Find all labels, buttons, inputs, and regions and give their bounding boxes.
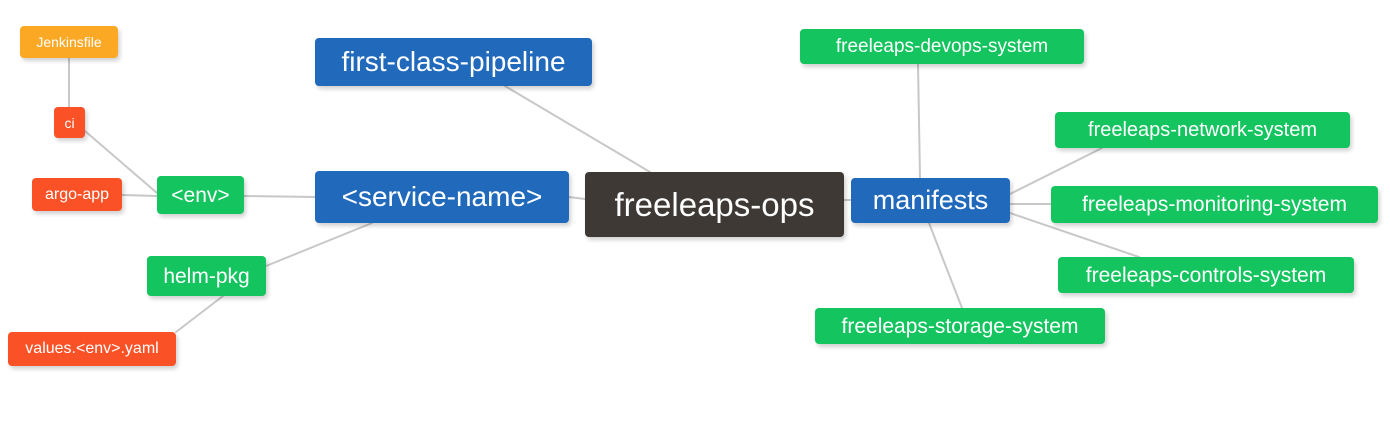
node-label-manifests: manifests: [872, 185, 989, 215]
node-label-env: <env>: [171, 183, 230, 207]
edge-service-name-to-freeleaps-ops: [568, 196, 586, 200]
node-label-ci: ci: [64, 114, 75, 131]
node-label-service-name: <service-name>: [341, 181, 543, 212]
node-label-freeleaps-controls-system: freeleaps-controls-system: [1085, 263, 1327, 287]
node-freeleaps-controls-system[interactable]: freeleaps-controls-system: [1058, 257, 1354, 293]
edge-argo-app-to-env: [121, 194, 158, 197]
node-label-values-env-yaml: values.<env>.yaml: [25, 340, 159, 357]
edge-first-class-pipeline-to-freeleaps-ops: [504, 85, 651, 173]
edge-env-to-service-name: [243, 195, 316, 198]
node-manifests[interactable]: manifests: [851, 178, 1010, 223]
node-label-freeleaps-ops: freeleaps-ops: [614, 186, 815, 223]
edge-helm-pkg-to-service-name: [265, 222, 373, 267]
node-env[interactable]: <env>: [157, 176, 244, 214]
node-freeleaps-storage-system[interactable]: freeleaps-storage-system: [815, 308, 1105, 344]
node-label-first-class-pipeline: first-class-pipeline: [341, 46, 566, 77]
node-label-jenkinsfile: Jenkinsfile: [36, 34, 102, 50]
node-label-freeleaps-storage-system: freeleaps-storage-system: [841, 314, 1079, 338]
node-label-argo-app: argo-app: [44, 185, 110, 203]
node-argo-app[interactable]: argo-app: [32, 178, 122, 211]
node-label-helm-pkg: helm-pkg: [163, 264, 250, 288]
edge-values-env-yaml-to-helm-pkg: [175, 295, 224, 333]
node-helm-pkg[interactable]: helm-pkg: [147, 256, 266, 296]
node-freeleaps-devops-system[interactable]: freeleaps-devops-system: [800, 29, 1084, 64]
edge-manifests-to-freeleaps-devops-system: [917, 63, 921, 179]
node-first-class-pipeline[interactable]: first-class-pipeline: [315, 38, 592, 86]
node-freeleaps-network-system[interactable]: freeleaps-network-system: [1055, 112, 1350, 148]
node-freeleaps-monitoring-system[interactable]: freeleaps-monitoring-system: [1051, 186, 1378, 223]
node-ci[interactable]: ci: [54, 107, 85, 138]
edge-manifests-to-freeleaps-storage-system: [928, 222, 963, 309]
node-label-freeleaps-network-system: freeleaps-network-system: [1088, 119, 1317, 141]
node-label-freeleaps-monitoring-system: freeleaps-monitoring-system: [1082, 193, 1347, 216]
node-service-name[interactable]: <service-name>: [315, 171, 569, 223]
node-freeleaps-ops[interactable]: freeleaps-ops: [585, 172, 844, 237]
node-values-env-yaml[interactable]: values.<env>.yaml: [8, 332, 176, 366]
node-label-freeleaps-devops-system: freeleaps-devops-system: [835, 36, 1049, 57]
node-jenkinsfile[interactable]: Jenkinsfile: [20, 26, 118, 58]
